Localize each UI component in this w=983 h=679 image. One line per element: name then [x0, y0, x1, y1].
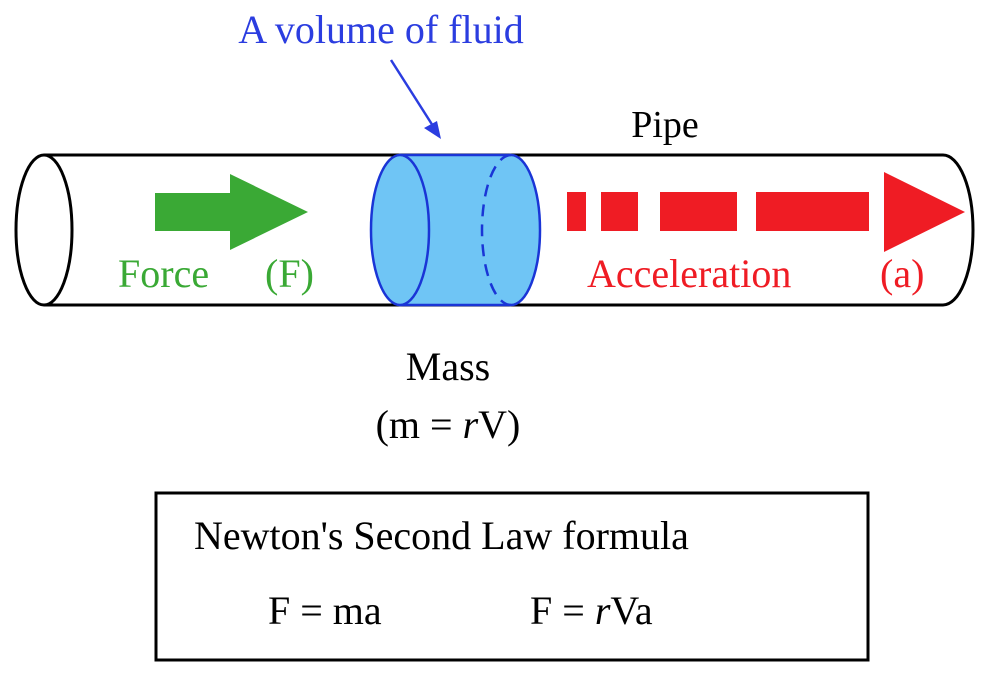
fluid-volume-front-face: [369, 153, 431, 307]
formula2-rho: r: [595, 588, 611, 633]
pipe-left-end: [14, 153, 74, 307]
acceleration-dash-1: [567, 192, 586, 231]
fluid-volume-hidden-edge: [480, 153, 512, 307]
acceleration-dash-2: [601, 192, 638, 231]
volume-label: A volume of fluid: [238, 7, 524, 52]
acceleration-symbol: (a): [880, 251, 924, 296]
force-label: Force: [118, 251, 209, 296]
pipe-body: [44, 153, 975, 307]
fluid-volume-body: [398, 153, 542, 307]
pipe: [14, 153, 975, 307]
formula-f-rho-va: F = rVa: [530, 588, 653, 633]
fluid-volume: [369, 153, 542, 307]
arrow-right-icon: [155, 174, 308, 250]
mass-formula-suffix: V): [478, 402, 520, 447]
acceleration-arrowhead: [884, 172, 965, 252]
dashed-arrow-right-icon: [567, 172, 965, 252]
formula-box-border: [154, 491, 870, 662]
formula2-suffix: Va: [610, 588, 652, 633]
formula-f-ma: F = ma: [268, 588, 382, 633]
force-symbol: (F): [265, 251, 314, 296]
mass-formula: (m = rV): [376, 402, 521, 447]
acceleration-label: Acceleration: [587, 251, 791, 296]
acceleration-dash-4: [756, 192, 869, 231]
mass-label: Mass: [406, 344, 490, 389]
pipe-label: Pipe: [631, 104, 699, 146]
arrow-down-right-icon: [389, 59, 441, 139]
acceleration-dash-3: [660, 192, 737, 231]
formula2-prefix: F =: [530, 588, 595, 633]
mass-formula-prefix: (m =: [376, 402, 463, 447]
mass-formula-rho: r: [463, 402, 479, 447]
formula-box-title: Newton's Second Law formula: [194, 513, 689, 558]
formula-box: Newton's Second Law formula F = ma F = r…: [154, 491, 870, 662]
